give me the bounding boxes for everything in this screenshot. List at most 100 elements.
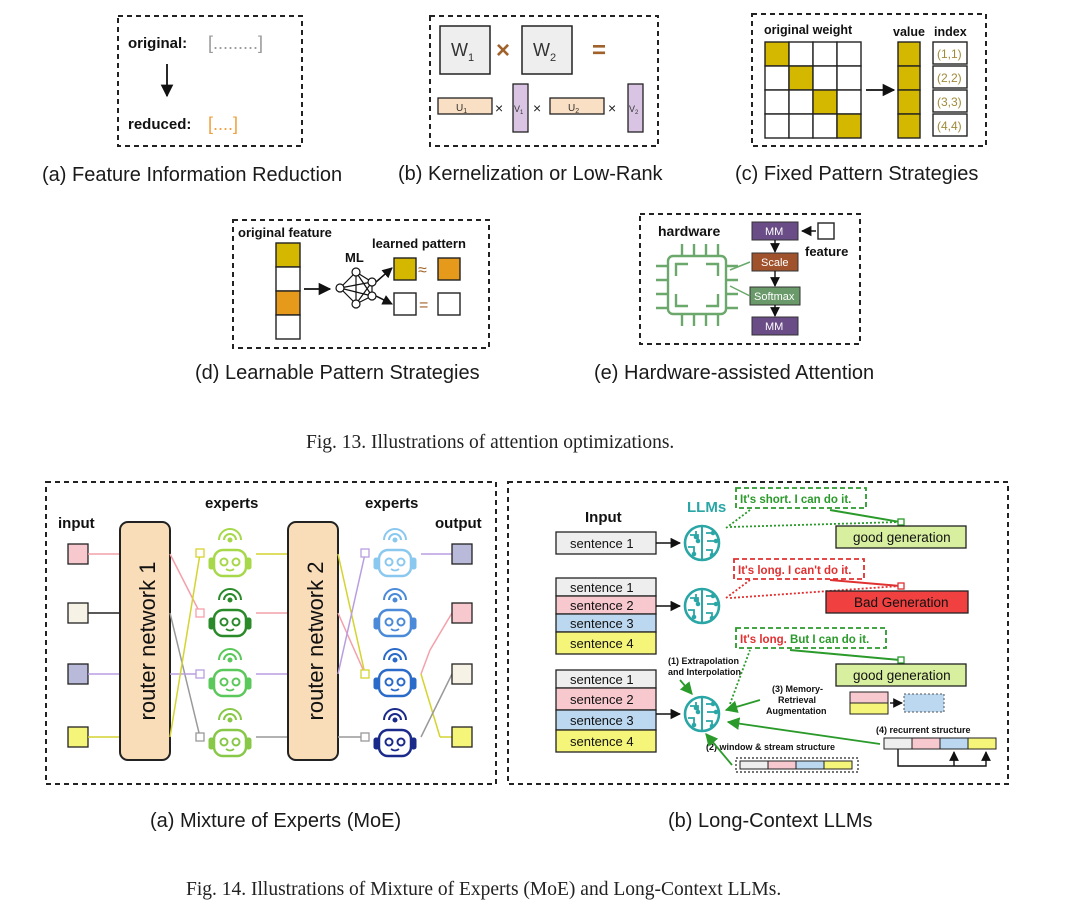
index-1: (1,1) bbox=[937, 47, 962, 61]
fig13-caption: Fig. 13. Illustrations of attention opti… bbox=[306, 432, 674, 453]
svg-text:good generation: good generation bbox=[853, 530, 951, 545]
svg-text:router network 2: router network 2 bbox=[303, 562, 328, 721]
weight-grid bbox=[764, 41, 862, 139]
llms-label: LLMs bbox=[687, 499, 726, 516]
svg-text:Bad Generation: Bad Generation bbox=[854, 595, 949, 610]
row3-sentence-1: sentence 1 bbox=[570, 672, 634, 687]
index-4: (4,4) bbox=[937, 119, 962, 133]
caption-b-14: (b) Long-Context LLMs bbox=[668, 810, 873, 832]
brain-icon bbox=[683, 695, 721, 733]
index-column bbox=[932, 41, 968, 137]
row2-sentence-3: sentence 3 bbox=[570, 616, 634, 631]
moe-experts-label-1: experts bbox=[205, 495, 258, 512]
bubble-long-cant: It's long. I can't do it. bbox=[738, 565, 851, 577]
svg-text:U2: U2 bbox=[568, 103, 579, 115]
caption-e-13: (e) Hardware-assisted Attention bbox=[594, 362, 874, 384]
hardware-label: hardware bbox=[658, 223, 720, 239]
original-feature-label: original feature bbox=[238, 225, 332, 240]
row2-sentence-2: sentence 2 bbox=[570, 598, 634, 613]
svg-text:U1: U1 bbox=[456, 103, 467, 115]
feature-column bbox=[275, 242, 301, 340]
caption-b-13: (b) Kernelization or Low-Rank bbox=[398, 163, 664, 185]
u1-matrix bbox=[437, 97, 493, 115]
caption-a-13: (a) Feature Information Reduction bbox=[42, 164, 342, 186]
method-window: (2) window & stream structure bbox=[706, 742, 835, 752]
row1-sentence-1: sentence 1 bbox=[570, 536, 634, 551]
reduced-label: reduced: bbox=[128, 116, 191, 133]
svg-text:V2: V2 bbox=[629, 104, 639, 116]
svg-text:V1: V1 bbox=[514, 104, 524, 116]
original-label: original: bbox=[128, 35, 187, 52]
feature-label: feature bbox=[805, 244, 848, 259]
panel-fixed-pattern: original weight value index (1,1) (2,2) … bbox=[751, 13, 987, 147]
panel-moe: input output experts experts router netw… bbox=[45, 481, 497, 785]
moe-output-label: output bbox=[435, 515, 482, 532]
panel-learnable-pattern: original feature ML learned pattern ≈ = bbox=[232, 219, 490, 349]
bubble-long: It's long. bbox=[740, 634, 787, 646]
value-column bbox=[897, 41, 921, 139]
index-label: index bbox=[934, 25, 967, 39]
caption-a-14: (a) Mixture of Experts (MoE) bbox=[150, 810, 401, 832]
bubble-can: But I can do it. bbox=[790, 634, 869, 646]
brain-icon bbox=[683, 524, 721, 562]
svg-text:It's long. But I can do it.: It's long. But I can do it. bbox=[740, 634, 869, 646]
good-generation-box-2 bbox=[835, 663, 967, 687]
svg-text:×: × bbox=[495, 100, 503, 116]
index-2: (2,2) bbox=[937, 71, 962, 85]
good-generation-box-1 bbox=[835, 525, 967, 549]
brain-icon bbox=[683, 587, 721, 625]
panel-hardware-attention: hardware MM feature Scale Softmax MM bbox=[639, 213, 861, 345]
svg-text:good generation: good generation bbox=[853, 668, 951, 683]
row3-sentence-2: sentence 2 bbox=[570, 692, 634, 707]
row3-sentence-3: sentence 3 bbox=[570, 713, 634, 728]
robot-icon bbox=[372, 587, 418, 638]
router-network-2 bbox=[287, 521, 339, 761]
ml-label: ML bbox=[345, 250, 364, 265]
svg-text:MM: MM bbox=[765, 321, 783, 333]
bubble-short: It's short. I can do it. bbox=[740, 494, 851, 506]
svg-text:W2: W2 bbox=[533, 40, 556, 64]
equals-symbol: = bbox=[592, 37, 606, 64]
learned-pattern-label: learned pattern bbox=[372, 236, 466, 251]
original-vector: [.........] bbox=[208, 33, 263, 53]
panel-long-context: Input LLMs sentence 1 It's short. I can … bbox=[507, 481, 1009, 785]
lc-input-label: Input bbox=[585, 509, 622, 526]
bad-generation-box bbox=[825, 590, 969, 614]
robot-icon bbox=[207, 707, 253, 758]
row2-sentence-4: sentence 4 bbox=[570, 636, 634, 651]
robot-icon bbox=[207, 587, 253, 638]
robot-icon bbox=[372, 527, 418, 578]
robot-icon bbox=[372, 707, 418, 758]
svg-text:×: × bbox=[608, 100, 616, 116]
panel-feature-reduction: original: [.........] reduced: [....] bbox=[117, 15, 303, 147]
svg-text:×: × bbox=[533, 100, 541, 116]
original-weight-label: original weight bbox=[764, 23, 853, 37]
value-label: value bbox=[893, 25, 925, 39]
robot-icon bbox=[372, 647, 418, 698]
neural-network-icon bbox=[335, 267, 377, 309]
w2-matrix bbox=[521, 25, 573, 75]
mm-block-2 bbox=[751, 316, 799, 336]
svg-text:MM: MM bbox=[765, 226, 783, 238]
index-3: (3,3) bbox=[937, 95, 962, 109]
u2-matrix bbox=[549, 97, 605, 115]
moe-experts-label-2: experts bbox=[365, 495, 418, 512]
robot-icon bbox=[207, 647, 253, 698]
fig14-caption: Fig. 14. Illustrations of Mixture of Exp… bbox=[186, 879, 781, 900]
caption-c-13: (c) Fixed Pattern Strategies bbox=[735, 163, 978, 185]
times-symbol-1: × bbox=[496, 37, 510, 64]
row2-sentence-1: sentence 1 bbox=[570, 580, 634, 595]
moe-input-label: input bbox=[58, 515, 95, 532]
v2-matrix bbox=[627, 83, 644, 133]
router-network-1 bbox=[119, 521, 171, 761]
svg-text:Scale: Scale bbox=[761, 257, 789, 269]
row3-sentence-4: sentence 4 bbox=[570, 734, 634, 749]
panel-kernelization: W1 × W2 = U1 × V1 × U2 × V2 bbox=[429, 15, 659, 147]
svg-text:router network 1: router network 1 bbox=[135, 562, 160, 721]
feature-square bbox=[817, 222, 835, 240]
svg-text:W1: W1 bbox=[451, 40, 474, 64]
v1-matrix bbox=[512, 83, 529, 133]
